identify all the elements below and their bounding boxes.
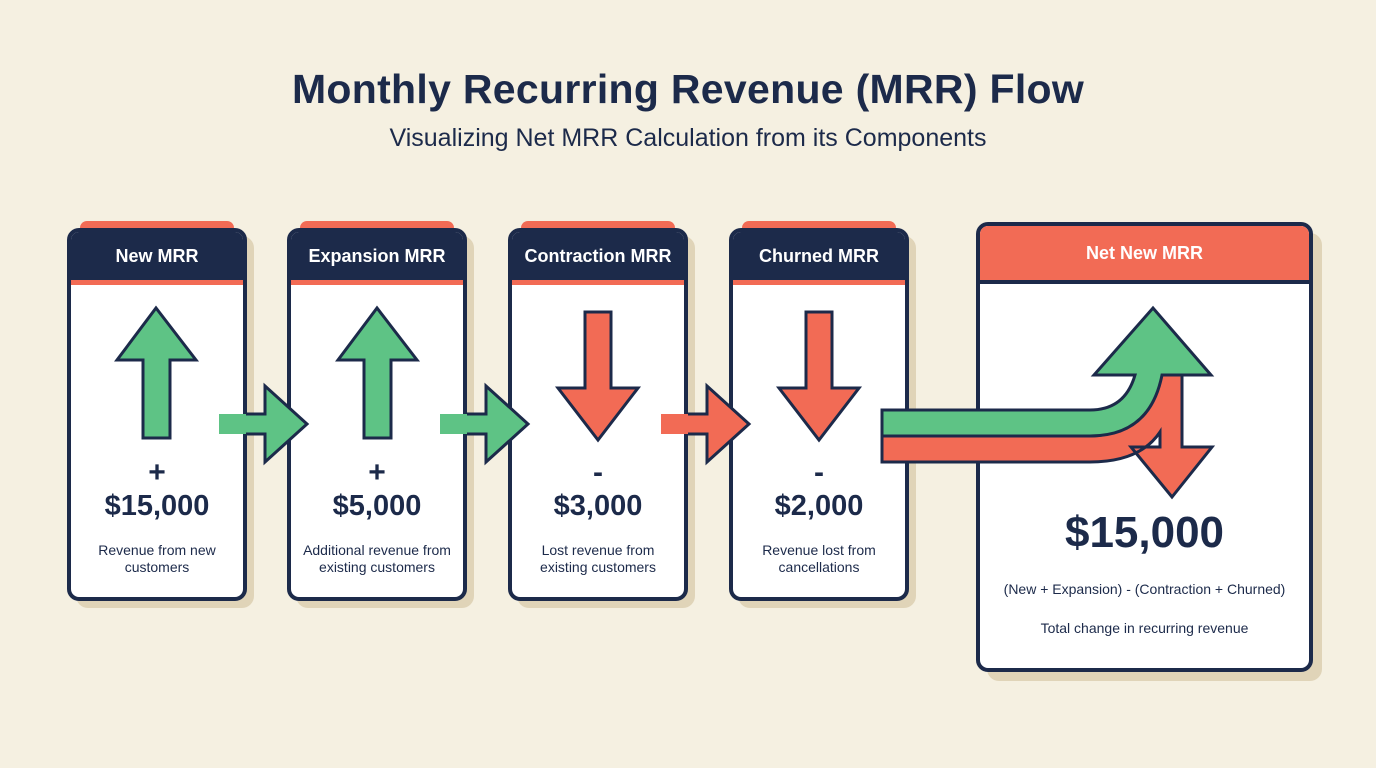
card-sign: +: [368, 456, 386, 489]
card-value: $5,000: [332, 490, 422, 522]
card-expansion-mrr: Expansion MRR + $5,000 Additional revenu…: [287, 228, 467, 601]
card-title: Contraction MRR: [512, 232, 684, 285]
card-title: Expansion MRR: [291, 232, 463, 285]
net-formula: (New + Expansion) - (Contraction + Churn…: [1003, 581, 1286, 597]
card-sign: -: [814, 456, 824, 489]
card-sign: -: [593, 456, 603, 489]
card-value: $3,000: [553, 490, 643, 522]
desc-line: cancellations: [778, 559, 860, 575]
card-title: Net New MRR: [980, 226, 1309, 284]
net-description: Total change in recurring revenue: [1040, 620, 1249, 636]
card-contraction-mrr: Contraction MRR - $3,000 Lost revenue fr…: [508, 228, 688, 601]
desc-line: customers: [124, 559, 190, 575]
card-title: New MRR: [71, 232, 243, 285]
desc-line: Revenue from new: [98, 542, 216, 558]
desc-line: existing customers: [540, 559, 656, 575]
desc-line: existing customers: [319, 559, 435, 575]
desc-line: Revenue lost from: [762, 542, 876, 558]
page-subtitle: Visualizing Net MRR Calculation from its…: [389, 124, 987, 152]
card-title: Churned MRR: [733, 232, 905, 285]
card-value: $15,000: [104, 490, 210, 522]
desc-line: Additional revenue from: [303, 542, 451, 558]
card-sign: +: [148, 456, 166, 489]
net-value: $15,000: [1064, 508, 1225, 557]
card-value: $2,000: [774, 490, 864, 522]
card-net-new-mrr: Net New MRR $15,000 (New + Expansion) - …: [976, 222, 1313, 672]
desc-line: Lost revenue from: [541, 542, 655, 558]
page-title: Monthly Recurring Revenue (MRR) Flow: [291, 66, 1085, 112]
